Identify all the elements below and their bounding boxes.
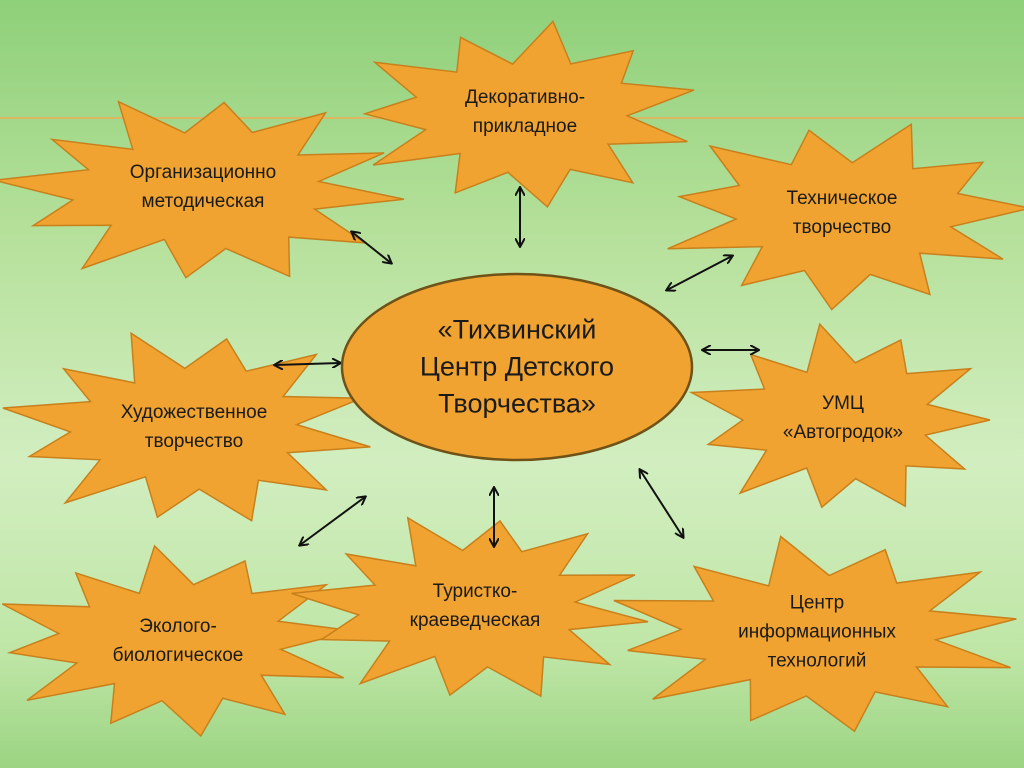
burst-dekor: [362, 20, 695, 209]
burst-eko: [1, 544, 354, 738]
node-label-umc: УМЦ «Автогродок»: [782, 393, 904, 443]
node-label-org: Организационно методическая: [129, 162, 277, 212]
node-label-tur: Туристко- краеведческая: [409, 581, 541, 631]
burst-hud: [2, 331, 371, 522]
node-label-eko: Эколого- биологическое: [112, 616, 244, 666]
burst-it: [613, 535, 1017, 733]
node-label-tech: Техническое творчество: [786, 188, 898, 238]
burst-tech: [667, 122, 1024, 311]
node-label-it: Центр информационных технологий: [738, 592, 896, 672]
node-label-dekor: Декоративно- прикладное: [464, 87, 586, 137]
arrow-center-org: [352, 232, 391, 263]
burst-org: [0, 100, 405, 279]
burst-umc: [688, 322, 991, 509]
center-label: «Тихвинский Центр Детского Творчества»: [419, 314, 615, 419]
arrow-center-eko: [300, 497, 365, 545]
arrow-center-tech: [667, 256, 732, 290]
arrow-center-it: [640, 470, 683, 537]
arrow-center-hud: [275, 363, 340, 365]
burst-tur: [291, 516, 649, 698]
node-label-hud: Художественное творчество: [120, 402, 268, 452]
center-ellipse: [340, 272, 694, 462]
